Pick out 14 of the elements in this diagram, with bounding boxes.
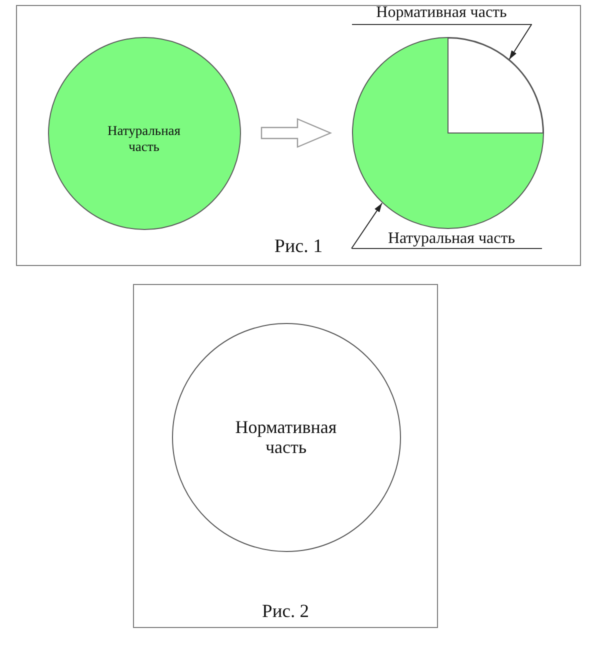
callout-underline	[352, 230, 542, 248]
circle-label: Натуральная часть	[106, 123, 182, 155]
circle-label: Нормативная часть	[234, 417, 338, 457]
figure-caption: Рис. 2	[262, 602, 309, 622]
leader-line	[351, 202, 383, 249]
callout-label: Натуральная часть	[388, 230, 516, 248]
leader-line	[508, 24, 532, 60]
callout-label: Нормативная часть	[376, 4, 507, 22]
block-arrow	[260, 118, 332, 148]
figure-frame	[16, 4, 581, 266]
figure-caption: Рис. 1	[274, 237, 323, 257]
callout-underline	[352, 4, 532, 24]
circle-diagram	[172, 322, 400, 552]
figure-frame	[133, 284, 438, 628]
